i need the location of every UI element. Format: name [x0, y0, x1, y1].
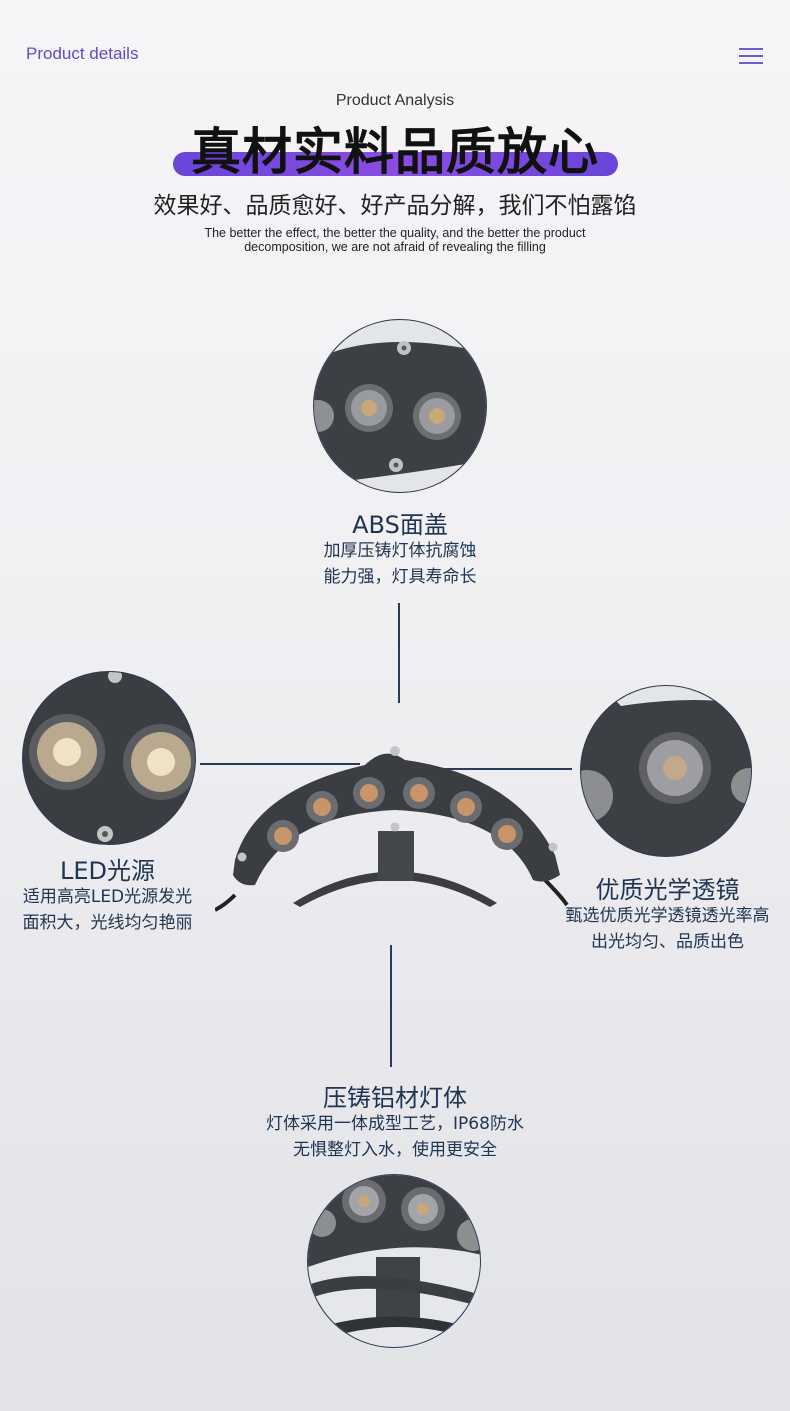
optical-lens-closeup-image	[580, 685, 752, 857]
feature-title-abs: ABS面盖	[352, 511, 448, 539]
tagline-english: The better the effect, the better the qu…	[0, 226, 790, 254]
feature-title-body: 压铸铝材灯体	[323, 1084, 467, 1112]
feature-desc-led: 适用高亮LED光源发光 面积大，光线均匀艳丽	[5, 884, 210, 936]
feature-desc-abs-line2: 能力强，灯具寿命长	[323, 567, 477, 587]
feature-desc-body-line1: 灯体采用一体成型工艺，IP68防水	[266, 1114, 524, 1134]
section-subtitle: Product Analysis	[335, 92, 455, 109]
connector-line-led	[200, 763, 360, 765]
hero-highlight-bar	[173, 152, 618, 176]
feature-desc-body: 灯体采用一体成型工艺，IP68防水 无惧整灯入水，使用更安全	[225, 1111, 565, 1163]
arc-led-lamp-product-image	[215, 746, 569, 912]
feature-desc-lens: 甄选优质光学透镜透光率高 出光均匀、品质出色	[550, 903, 785, 955]
hamburger-menu-icon[interactable]	[739, 48, 763, 64]
connector-line-body	[390, 945, 392, 1067]
diecast-aluminum-body-closeup-image	[307, 1174, 481, 1348]
feature-desc-lens-line1: 甄选优质光学透镜透光率高	[565, 906, 770, 926]
tagline-english-line2: decomposition, we are not afraid of reve…	[244, 240, 546, 254]
led-source-closeup-image	[22, 671, 196, 845]
tagline-chinese: 效果好、品质愈好、好产品分解，我们不怕露馅	[153, 193, 637, 219]
feature-title-led: LED光源	[59, 857, 155, 885]
feature-title-lens: 优质光学透镜	[595, 876, 740, 904]
feature-desc-abs-line1: 加厚压铸灯体抗腐蚀	[323, 541, 477, 561]
connector-line-abs	[398, 603, 400, 703]
abs-cover-closeup-image	[313, 319, 487, 493]
feature-desc-lens-line2: 出光均匀、品质出色	[591, 932, 744, 952]
header-title: Product details	[26, 44, 139, 63]
tagline-english-line1: The better the effect, the better the qu…	[204, 226, 586, 240]
hero-title: 真材实料品质放心	[191, 123, 599, 181]
hero-banner: 真材实料品质放心	[0, 112, 790, 182]
feature-desc-abs: 加厚压铸灯体抗腐蚀 能力强，灯具寿命长	[275, 538, 525, 590]
connector-line-lens	[420, 768, 572, 770]
feature-desc-body-line2: 无惧整灯入水，使用更安全	[293, 1140, 497, 1160]
feature-desc-led-line1: 适用高亮LED光源发光	[22, 887, 193, 907]
feature-desc-led-line2: 面积大，光线均匀艳丽	[22, 913, 193, 933]
